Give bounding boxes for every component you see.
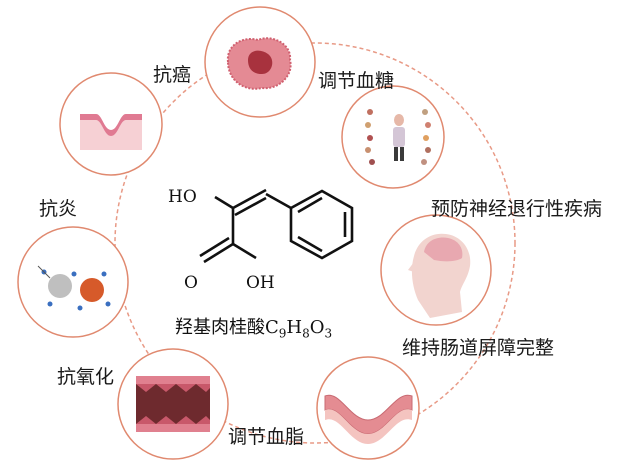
connector-ring	[114, 42, 516, 444]
formula-c: C	[265, 317, 279, 338]
compound-name: 羟基肉桂酸C9H8O3	[175, 313, 332, 341]
anti-inflammatory-image	[59, 72, 163, 176]
formula-o: O	[309, 317, 325, 338]
atom-label-o: O	[184, 273, 198, 293]
label-anti-inflammatory: 抗炎	[39, 198, 78, 220]
label-gut-barrier: 维持肠道屏障完整	[402, 337, 555, 359]
label-blood-lipid: 调节血脂	[228, 426, 305, 448]
anticancer-image	[204, 6, 316, 118]
label-antioxidant: 抗氧化	[57, 366, 115, 388]
atom-label-oh: OH	[246, 273, 275, 293]
compound-name-text: 羟基肉桂酸	[175, 317, 265, 338]
neuro-image	[380, 214, 492, 326]
blood-sugar-image	[341, 85, 445, 189]
formula-c-count: 9	[278, 326, 287, 341]
formula-h: H	[286, 317, 303, 338]
atom-label-ho: HO	[168, 187, 197, 207]
label-neuro: 预防神经退行性疾病	[431, 198, 603, 220]
chemical-structure	[199, 188, 354, 264]
formula-h-count: 8	[302, 326, 310, 341]
antioxidant-image	[17, 226, 129, 338]
blood-lipid-image	[117, 348, 229, 460]
label-anticancer: 抗癌	[153, 64, 192, 86]
formula-o-count: 3	[324, 326, 333, 341]
gut-barrier-image	[316, 356, 420, 460]
label-blood-sugar: 调节血糖	[318, 70, 395, 92]
